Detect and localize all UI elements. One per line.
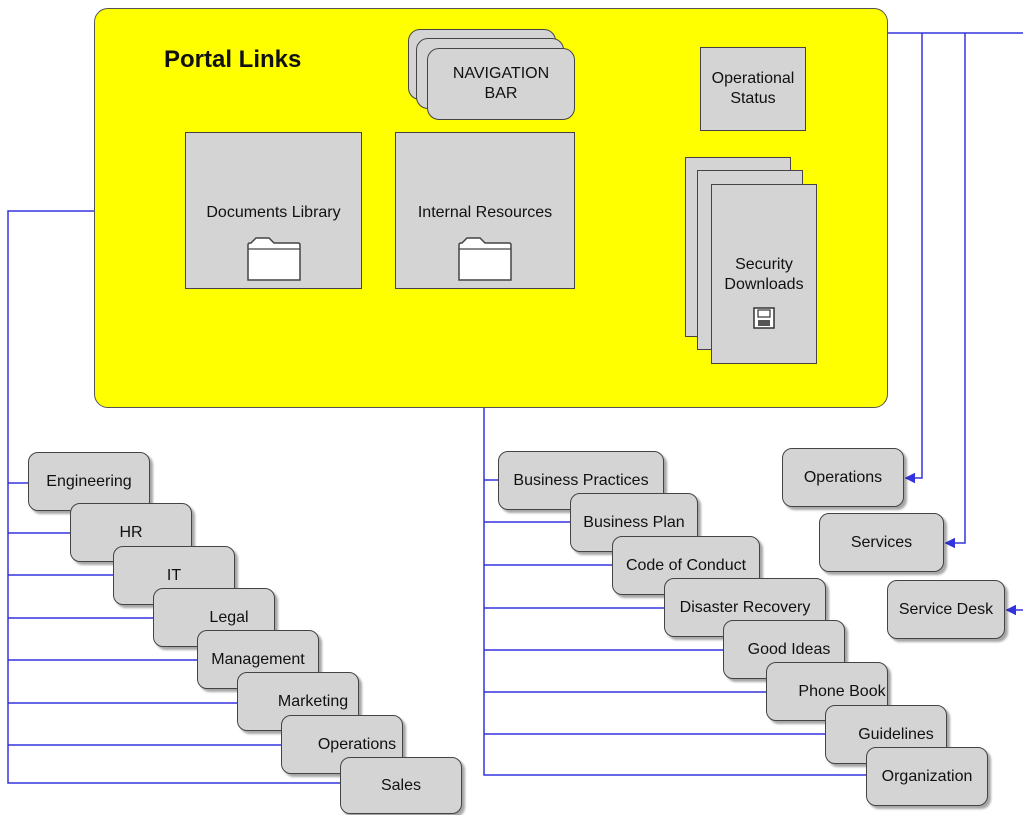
nav-label: Service Desk — [898, 600, 994, 618]
dept-label: Operations — [317, 735, 397, 753]
resource-label: Organization — [881, 767, 973, 785]
security-downloads-box[interactable]: Security Downloads — [711, 184, 817, 364]
dept-label: HR — [119, 523, 143, 541]
dept-label: Management — [211, 650, 305, 668]
resource-label: Business Plan — [583, 513, 685, 531]
dept-sales[interactable]: Sales — [340, 757, 462, 814]
resource-label: Phone Book — [798, 682, 886, 700]
internal-resources-label: Internal Resources — [417, 204, 553, 221]
resource-label: Disaster Recovery — [679, 598, 811, 616]
dept-label: Sales — [380, 776, 422, 794]
nav-label: Services — [850, 533, 913, 551]
resource-label: Code of Conduct — [625, 556, 747, 574]
navigation-bar-label: NAVIGATION BAR — [452, 65, 550, 102]
nav-operations[interactable]: Operations — [782, 448, 904, 507]
dept-label: IT — [166, 566, 182, 584]
documents-library-box[interactable]: Documents Library — [185, 132, 362, 289]
resource-label: Business Practices — [513, 471, 649, 489]
documents-library-label: Documents Library — [206, 204, 341, 221]
resource-organization[interactable]: Organization — [866, 747, 988, 806]
resource-label: Good Ideas — [747, 640, 831, 658]
operational-status-label: Operational Status — [711, 70, 795, 107]
folder-icon — [458, 237, 512, 281]
nav-service-desk[interactable]: Service Desk — [887, 580, 1005, 639]
nav-label: Operations — [803, 468, 883, 486]
security-downloads-label: Security Downloads — [724, 256, 804, 293]
dept-label: Engineering — [46, 472, 132, 490]
resource-label: Guidelines — [858, 725, 934, 743]
portal-title: Portal Links — [164, 46, 302, 73]
operational-status-box[interactable]: Operational Status — [700, 47, 806, 131]
dept-label: Legal — [209, 608, 249, 626]
folder-icon — [246, 237, 301, 281]
navigation-bar-box[interactable]: NAVIGATION BAR — [427, 48, 575, 120]
floppy-disk-icon — [753, 307, 775, 329]
dept-label: Marketing — [277, 692, 349, 710]
nav-services[interactable]: Services — [819, 513, 944, 572]
internal-resources-box[interactable]: Internal Resources — [395, 132, 575, 289]
